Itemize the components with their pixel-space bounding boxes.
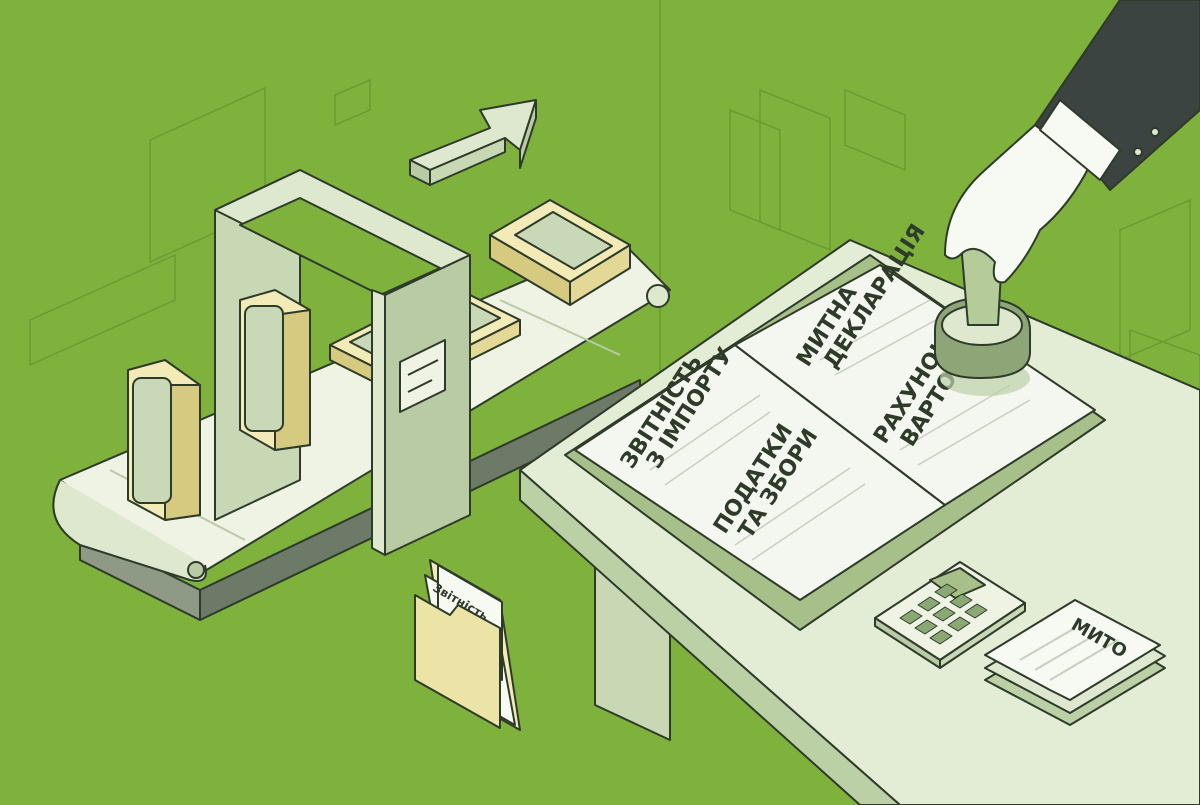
phone-box-icon (489, 199, 631, 306)
calculator-icon (874, 561, 1026, 669)
phone-box-icon (127, 289, 311, 521)
book-text-lines (649, 299, 1031, 561)
folder-icon (414, 559, 521, 731)
paper-stack (984, 599, 1166, 726)
arrow-icon (409, 99, 537, 186)
hand-stamp-icon (934, 0, 1200, 396)
